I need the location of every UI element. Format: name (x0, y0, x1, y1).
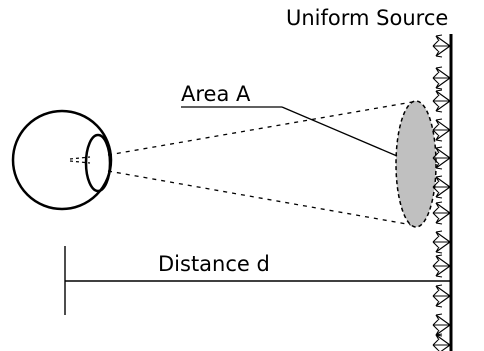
source-label: Uniform Source (286, 6, 448, 30)
double-arrow-icon (432, 201, 451, 225)
emission-arrows (432, 34, 451, 351)
double-arrow-icon (432, 230, 451, 254)
sight-cone (107, 100, 419, 227)
double-arrow-icon (432, 34, 451, 58)
eye-icon (11, 109, 113, 211)
double-arrow-icon (432, 89, 451, 113)
area-label: Area A (181, 82, 251, 106)
area-leader-line (181, 106, 398, 157)
double-arrow-icon (432, 146, 451, 170)
double-arrow-icon (432, 313, 451, 337)
double-arrow-icon (432, 118, 451, 142)
double-arrow-icon (432, 284, 451, 308)
distance-marker (64, 246, 451, 315)
double-arrow-icon (432, 66, 451, 90)
double-arrow-icon (432, 333, 451, 351)
double-arrow-icon (432, 175, 451, 199)
double-arrow-icon (432, 254, 451, 278)
area-a-ellipse (395, 100, 437, 228)
distance-label: Distance d (158, 252, 270, 276)
